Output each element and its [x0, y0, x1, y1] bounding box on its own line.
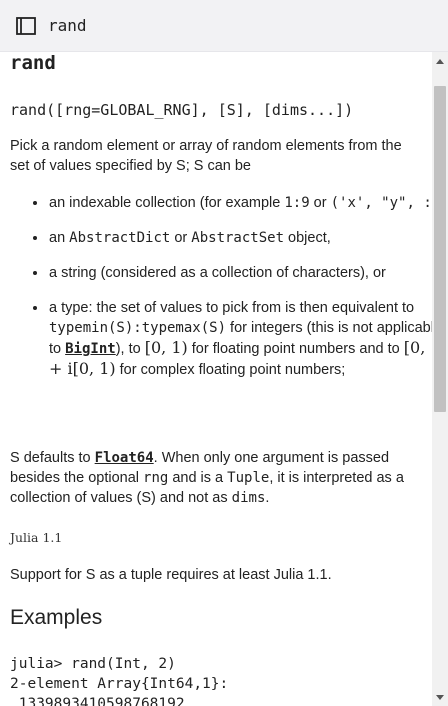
scroll-thumb[interactable]	[434, 86, 446, 412]
p2-text: S defaults to	[10, 450, 95, 466]
scrollbar[interactable]	[432, 52, 448, 706]
function-signature: rand([rng=GLOBAL_RNG], [S], [dims...])	[10, 101, 354, 119]
b2-text: an	[49, 230, 70, 246]
header-title: rand	[48, 16, 87, 35]
bigint-link[interactable]: BigInt	[65, 341, 116, 357]
p2-text: and is a	[168, 470, 228, 486]
inline-code: typemin(S):typemax(S)	[49, 320, 227, 336]
inline-code: Tuple	[227, 470, 270, 486]
inline-code: AbstractSet	[191, 230, 284, 246]
b4-text: for complex floating point numbers;	[115, 362, 346, 378]
list-item: a string (considered as a collection of …	[48, 263, 432, 283]
b4-text: ), to	[115, 341, 145, 357]
list-item: an AbstractDict or AbstractSet object,	[48, 228, 432, 248]
code-line: julia> rand(Int, 2)	[10, 656, 176, 672]
p2-text: .	[265, 490, 270, 506]
math-interval: [0, 1)	[144, 338, 188, 357]
list-item: a type: the set of values to pick from i…	[48, 298, 432, 380]
b1-text: or	[309, 195, 331, 211]
float64-link[interactable]: Float64	[94, 450, 154, 466]
b4-text: for integers (this is not applicable to	[49, 320, 432, 357]
list-item: an indexable collection (for example 1:9…	[48, 193, 432, 213]
b2-text: object,	[284, 230, 331, 246]
inline-code: AbstractDict	[69, 230, 171, 246]
inline-code: 1:9	[284, 195, 310, 211]
inline-code: rng	[143, 470, 169, 486]
b4-text: for floating point numbers and to	[187, 341, 404, 357]
examples-heading: Examples	[10, 606, 103, 629]
inline-code: ('x', "y", :z)	[330, 195, 432, 211]
code-line: 1339893410598768192	[10, 696, 185, 706]
b1-text: an indexable collection (for example	[49, 195, 285, 211]
scroll-down-arrow-icon[interactable]	[436, 695, 444, 700]
math-interval: [0, 1) + i[0, 1)	[49, 338, 432, 378]
code-block: julia> rand(Int, 2) 2-element Array{Int6…	[10, 654, 228, 706]
intro-paragraph: Pick a random element or array of random…	[10, 138, 402, 174]
b3-text: a string (considered as a collection of …	[49, 265, 386, 281]
compat-label: Julia 1.1	[10, 530, 63, 545]
doc-content[interactable]: rand rand([rng=GLOBAL_RNG], [S], [dims..…	[0, 52, 432, 706]
defaults-paragraph: S defaults to Float64. When only one arg…	[10, 448, 420, 508]
code-line: 2-element Array{Int64,1}:	[10, 676, 229, 692]
b4-text: a type: the set of values to pick from i…	[49, 300, 415, 316]
scroll-up-arrow-icon[interactable]	[436, 59, 444, 64]
bullet-list: an indexable collection (for example 1:9…	[10, 193, 432, 395]
p2-text: . When only one argument is passed besid…	[10, 450, 390, 486]
p2-text: , it is interpreted as a collection of v…	[10, 470, 404, 506]
inline-code: dims	[231, 490, 266, 506]
doc-title: rand	[10, 52, 56, 74]
doc-header: rand	[0, 0, 448, 52]
compat-text: Support for S as a tuple requires at lea…	[10, 567, 332, 583]
b2-text: or	[170, 230, 192, 246]
book-icon	[16, 17, 36, 35]
